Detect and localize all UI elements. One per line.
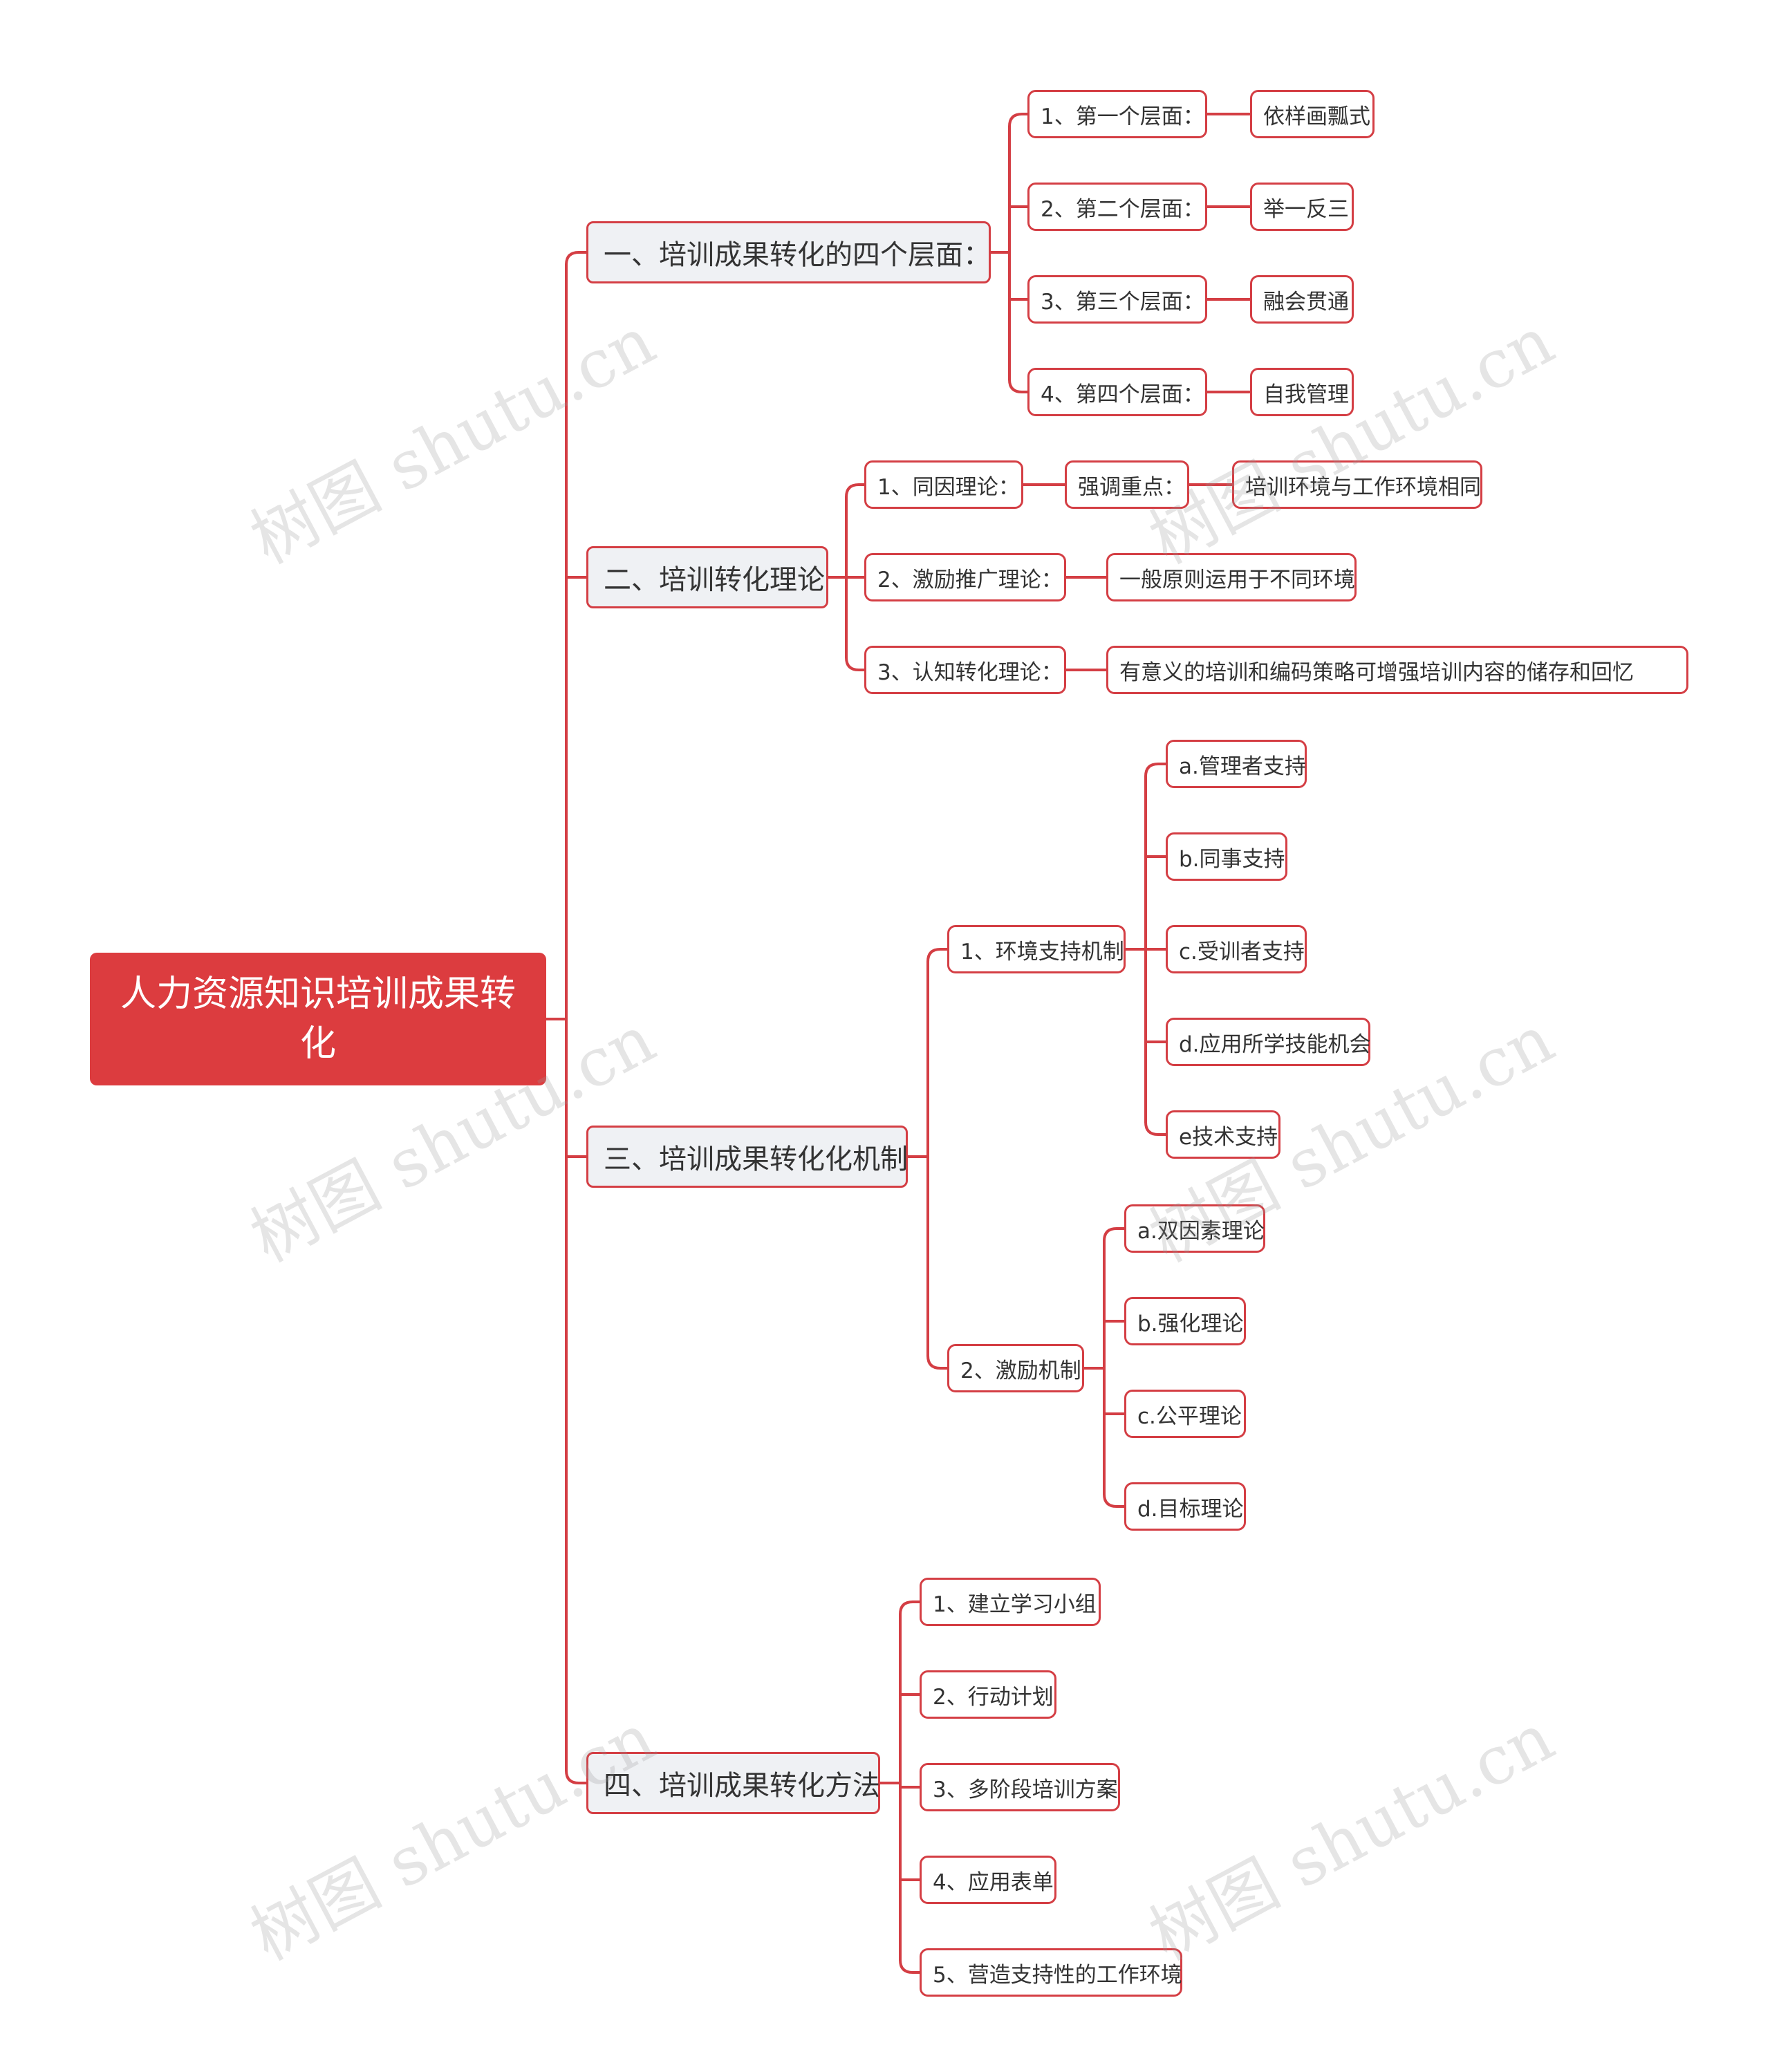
- branch-2-item-1-sub-1-detail-1-label: 培训环境与工作环境相同: [1245, 474, 1481, 500]
- branch-3-item-2-label: 2、激励机制: [960, 1358, 1081, 1383]
- root-topic[interactable]: 人力资源知识培训成果转化: [90, 953, 546, 1085]
- branch-2-item-2-sub-1[interactable]: 一般原则运用于不同环境: [1106, 553, 1357, 601]
- branch-3-item-1-sub-1[interactable]: a.管理者支持: [1166, 740, 1307, 788]
- branch-3-item-1-sub-5[interactable]: e技术支持: [1166, 1110, 1280, 1159]
- connector: [1144, 1121, 1167, 1136]
- branch-4-item-1[interactable]: 1、建立学习小组: [920, 1578, 1101, 1626]
- branch-3-item-1-sub-4-label: d.应用所学技能机会: [1179, 1032, 1371, 1057]
- branch-4-label: 四、培训成果转化方法: [604, 1770, 880, 1802]
- branch-3-item-1-sub-3[interactable]: c.受训者支持: [1166, 925, 1307, 973]
- branch-3-item-1-sub-2-label: b.同事支持: [1179, 846, 1285, 872]
- branch-2-item-2-sub-1-label: 一般原则运用于不同环境: [1119, 567, 1355, 592]
- root-topic-label: 人力资源知识培训成果转化: [120, 973, 516, 1065]
- branch-1-item-2[interactable]: 2、第二个层面：: [1027, 183, 1207, 231]
- branch-2-item-1-sub-1-label: 强调重点：: [1078, 474, 1185, 500]
- branch-1-item-1[interactable]: 1、第一个层面：: [1027, 90, 1207, 138]
- branch-1-item-1-sub-1-label: 依样画瓢式: [1263, 104, 1370, 129]
- connector: [1008, 378, 1029, 393]
- branch-4-item-3-label: 3、多阶段培训方案: [933, 1777, 1118, 1802]
- branch-3-label: 三、培训成果转化化机制: [604, 1144, 908, 1175]
- connector: [565, 1769, 588, 1784]
- branch-2-label: 二、培训转化理论: [604, 564, 825, 596]
- branch-3-item-1-sub-4[interactable]: d.应用所学技能机会: [1166, 1018, 1371, 1066]
- branch-3-item-1[interactable]: 1、环境支持机制: [947, 925, 1126, 973]
- branch-3-item-2-sub-2[interactable]: b.强化理论: [1124, 1297, 1246, 1345]
- branch-2-item-3[interactable]: 3、认知转化理论：: [864, 646, 1066, 694]
- branch-3-item-1-sub-1-label: a.管理者支持: [1179, 754, 1306, 779]
- connector: [565, 251, 588, 266]
- branch-4-item-1-label: 1、建立学习小组: [933, 1592, 1097, 1617]
- branch-4[interactable]: 四、培训成果转化方法: [586, 1752, 880, 1814]
- branch-1[interactable]: 一、培训成果转化的四个层面：: [586, 221, 991, 283]
- branch-4-item-2-label: 2、行动计划: [933, 1684, 1054, 1710]
- connector: [926, 948, 949, 963]
- branch-3-item-2-sub-4-label: d.目标理论: [1137, 1496, 1244, 1522]
- connector: [1103, 1227, 1126, 1242]
- branch-1-item-4[interactable]: 4、第四个层面：: [1027, 368, 1207, 416]
- branch-4-item-4[interactable]: 4、应用表单: [920, 1856, 1056, 1904]
- branch-3-item-2[interactable]: 2、激励机制: [947, 1344, 1084, 1392]
- branch-3-item-2-sub-4[interactable]: d.目标理论: [1124, 1482, 1246, 1531]
- branch-4-item-5[interactable]: 5、营造支持性的工作环境: [920, 1948, 1182, 1997]
- branch-3[interactable]: 三、培训成果转化化机制: [586, 1126, 908, 1188]
- connector: [926, 1354, 949, 1370]
- branch-3-item-2-sub-1[interactable]: a.双因素理论: [1124, 1204, 1265, 1253]
- branch-2-item-3-label: 3、认知转化理论：: [877, 660, 1063, 685]
- branch-2-item-1-sub-1-detail-1[interactable]: 培训环境与工作环境相同: [1232, 460, 1482, 509]
- connector: [899, 1600, 921, 1616]
- branch-4-item-5-label: 5、营造支持性的工作环境: [933, 1962, 1182, 1988]
- branch-2-item-3-sub-1[interactable]: 有意义的培训和编码策略可增强培训内容的储存和回忆: [1106, 646, 1688, 694]
- branch-1-item-2-sub-1-label: 举一反三: [1263, 196, 1349, 222]
- branch-1-item-3-sub-1[interactable]: 融会贯通: [1250, 275, 1354, 324]
- branch-3-item-2-sub-2-label: b.强化理论: [1137, 1311, 1244, 1336]
- branch-2[interactable]: 二、培训转化理论: [586, 546, 828, 608]
- connector: [1144, 763, 1167, 778]
- branch-3-item-2-sub-1-label: a.双因素理论: [1137, 1218, 1265, 1244]
- branch-1-item-3-sub-1-label: 融会贯通: [1263, 289, 1349, 315]
- branch-4-item-4-label: 4、应用表单: [933, 1869, 1054, 1895]
- branch-3-item-1-sub-5-label: e技术支持: [1179, 1124, 1278, 1150]
- branch-1-item-3-label: 3、第三个层面：: [1041, 289, 1204, 315]
- branch-1-item-3[interactable]: 3、第三个层面：: [1027, 275, 1207, 324]
- branch-2-item-1-sub-1[interactable]: 强调重点：: [1065, 460, 1189, 509]
- branch-1-item-1-sub-1[interactable]: 依样画瓢式: [1250, 90, 1375, 138]
- branch-1-item-2-sub-1[interactable]: 举一反三: [1250, 183, 1354, 231]
- branch-4-item-3[interactable]: 3、多阶段培训方案: [920, 1763, 1120, 1811]
- branch-1-item-4-sub-1[interactable]: 自我管理: [1250, 368, 1354, 416]
- branch-4-item-2[interactable]: 2、行动计划: [920, 1670, 1056, 1719]
- branch-2-item-3-sub-1-label: 有意义的培训和编码策略可增强培训内容的储存和回忆: [1119, 660, 1634, 685]
- branch-2-item-1[interactable]: 1、同因理论：: [864, 460, 1023, 509]
- branch-3-item-1-label: 1、环境支持机制: [960, 939, 1124, 964]
- branch-1-item-4-label: 4、第四个层面：: [1041, 382, 1204, 407]
- connector: [899, 1959, 921, 1974]
- branch-1-label: 一、培训成果转化的四个层面：: [604, 239, 991, 271]
- branch-3-item-2-sub-3[interactable]: c.公平理论: [1124, 1390, 1246, 1438]
- branch-1-item-1-label: 1、第一个层面：: [1041, 104, 1204, 129]
- connector: [1008, 113, 1029, 128]
- branch-1-item-2-label: 2、第二个层面：: [1041, 196, 1204, 222]
- branch-3-item-1-sub-3-label: c.受训者支持: [1179, 939, 1305, 964]
- connector: [845, 483, 866, 498]
- branch-3-item-1-sub-2[interactable]: b.同事支持: [1166, 832, 1287, 881]
- connector: [1103, 1493, 1126, 1508]
- branch-2-item-2[interactable]: 2、激励推广理论：: [864, 553, 1066, 601]
- branch-1-item-4-sub-1-label: 自我管理: [1263, 382, 1349, 407]
- branch-2-item-1-label: 1、同因理论：: [877, 474, 1020, 500]
- connector: [845, 656, 866, 671]
- branch-3-item-2-sub-3-label: c.公平理论: [1137, 1403, 1242, 1429]
- branch-2-item-2-label: 2、激励推广理论：: [877, 567, 1063, 592]
